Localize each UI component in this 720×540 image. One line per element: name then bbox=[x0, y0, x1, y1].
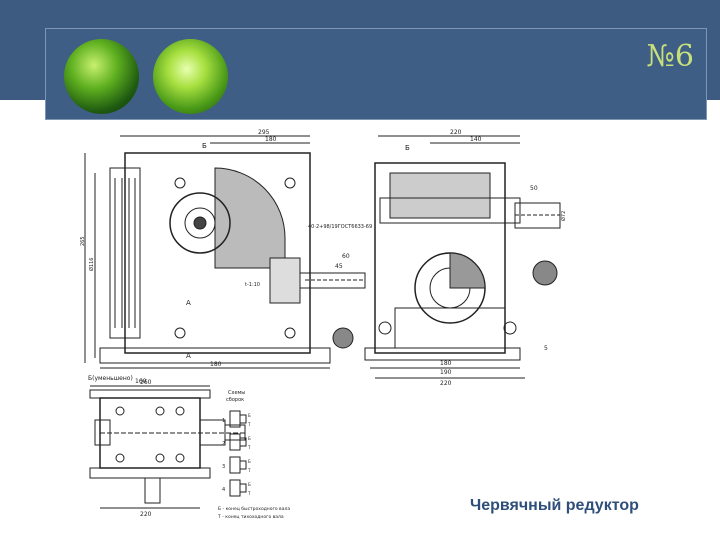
dimension-label: 180 bbox=[265, 136, 277, 143]
assembly-schemes bbox=[229, 410, 247, 497]
assembly-number: 2 bbox=[222, 441, 225, 447]
dimension-label: 45 bbox=[335, 263, 343, 270]
assembly-letter: Т bbox=[247, 422, 251, 427]
front-view bbox=[84, 135, 366, 369]
dimension-label: 180 bbox=[210, 361, 222, 368]
plan-view bbox=[89, 385, 246, 509]
dimension-label: 160 bbox=[135, 378, 147, 385]
dimension-label: 260 bbox=[140, 379, 152, 386]
dimension-label: Ø116 bbox=[88, 258, 95, 271]
side-view bbox=[364, 135, 561, 379]
dimension-label: 220 bbox=[140, 511, 152, 518]
assembly-letter: Б bbox=[248, 436, 251, 441]
dimension-label: 220 bbox=[450, 129, 462, 136]
green-leaf-image-right bbox=[153, 39, 228, 114]
assembly-title: сборок bbox=[226, 397, 244, 403]
dimension-label: 265 bbox=[80, 236, 86, 246]
assembly-title: Схемы bbox=[228, 390, 245, 396]
dimension-label: t-1:10 bbox=[245, 282, 260, 288]
assembly-letter: Т bbox=[247, 445, 251, 450]
slide-number: №6 bbox=[646, 39, 694, 74]
dimension-label: 40·2+98/19ГОСТ6633-69 bbox=[308, 224, 372, 230]
dimension-label: 190 bbox=[440, 369, 452, 376]
assembly-letter: Б bbox=[248, 459, 251, 464]
legend-line: Б - конец быстроходного вала bbox=[218, 506, 290, 512]
worm-gearbox-drawing: 295 180 220 140 50 40·2+98/19ГОСТ6633-69… bbox=[80, 129, 567, 520]
view-label: А bbox=[186, 352, 191, 360]
view-label: Б(уменьшено) bbox=[88, 375, 133, 382]
view-label: Б bbox=[202, 142, 207, 150]
view-label: Б bbox=[405, 144, 410, 152]
assembly-letter: Б bbox=[248, 413, 251, 418]
green-leaf-image-left bbox=[64, 39, 139, 114]
assembly-letter: Т bbox=[247, 468, 251, 473]
assembly-letter: Т bbox=[247, 491, 251, 496]
slide-caption: Червячный редуктор bbox=[470, 497, 639, 514]
legend-line: Т - конец тихоходного вала bbox=[217, 514, 284, 520]
dimension-label: 140 bbox=[470, 136, 482, 143]
assembly-number: 3 bbox=[222, 464, 225, 470]
dimension-label: Ø72 bbox=[560, 211, 567, 221]
dimension-label: 60 bbox=[342, 253, 350, 260]
assembly-number: 1 bbox=[222, 418, 225, 424]
view-label: А bbox=[186, 299, 191, 307]
assembly-number: 4 bbox=[222, 487, 225, 493]
assembly-letter: Б bbox=[248, 482, 251, 487]
dimension-label: 5 bbox=[544, 345, 548, 352]
dimension-label: 180 bbox=[440, 360, 452, 367]
dimension-label: 50 bbox=[530, 185, 538, 192]
dimension-label: 295 bbox=[258, 129, 270, 136]
dimension-label: 220 bbox=[440, 380, 452, 387]
header-panel: №6 bbox=[45, 28, 707, 120]
